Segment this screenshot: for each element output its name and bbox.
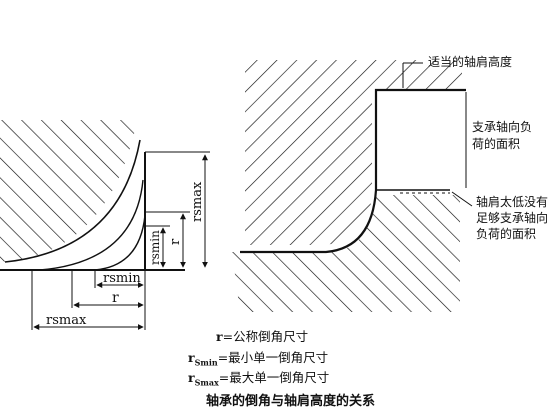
- label-too-low-line1: 轴肩太低没有: [476, 194, 548, 209]
- legend-r: r=公称倒角尺寸: [216, 330, 308, 344]
- legend-rsmin-subscript: Smin: [194, 357, 218, 368]
- label-proper-height: 适当的轴肩高度: [428, 54, 512, 69]
- legend-rsmax-symbol: r: [188, 370, 195, 385]
- figure-caption: 轴承的倒角与轴肩高度的关系: [206, 394, 376, 409]
- legend-rsmin: rSmin=最小单一倒角尺寸: [188, 351, 328, 370]
- label-support-area-line1: 支承轴向负: [472, 119, 532, 134]
- legend-rsmax-subscript: Smax: [194, 377, 219, 388]
- label-support-area-line2: 荷的面积: [472, 136, 520, 151]
- label-too-low-line3: 负荷的面积: [476, 226, 536, 241]
- legend-rsmax-definition: =最大单一倒角尺寸: [218, 370, 330, 385]
- label-r-horizontal: r: [112, 290, 119, 306]
- curve-rsmin: [94, 214, 146, 271]
- legend-r-symbol: r: [216, 329, 223, 344]
- ring-hatch: [245, 60, 462, 245]
- label-too-low-line2: 足够支承轴向: [476, 210, 548, 225]
- shoulder-outline: [240, 88, 466, 254]
- label-r-vertical: r: [168, 238, 183, 245]
- legend-rsmin-definition: =最小单一倒角尺寸: [217, 350, 329, 365]
- legend-rsmax: rSmax=最大单一倒角尺寸: [188, 371, 329, 390]
- curve-rsmax: [4, 139, 141, 263]
- legend-rsmin-symbol: r: [188, 350, 195, 365]
- curve-r: [39, 179, 144, 271]
- left-chamfer-diagram: rsmax r rsmin rsmin r rsmax: [0, 120, 210, 330]
- leader-too-low: [451, 191, 473, 207]
- right-shoulder-diagram: 适当的轴肩高度 支承轴向负 荷的面积 轴肩太低没有 足够支承轴向 负荷的面积: [232, 54, 548, 312]
- label-rsmin-vertical: rsmin: [148, 230, 162, 265]
- shaft-hatch: [232, 195, 460, 312]
- label-rsmax-vertical: rsmax: [190, 181, 205, 222]
- legend-r-definition: =公称倒角尺寸: [222, 329, 309, 344]
- label-rsmin-horizontal: rsmin: [103, 271, 141, 286]
- left-shoulder-hatch: [0, 120, 135, 262]
- label-rsmax-horizontal: rsmax: [46, 313, 87, 328]
